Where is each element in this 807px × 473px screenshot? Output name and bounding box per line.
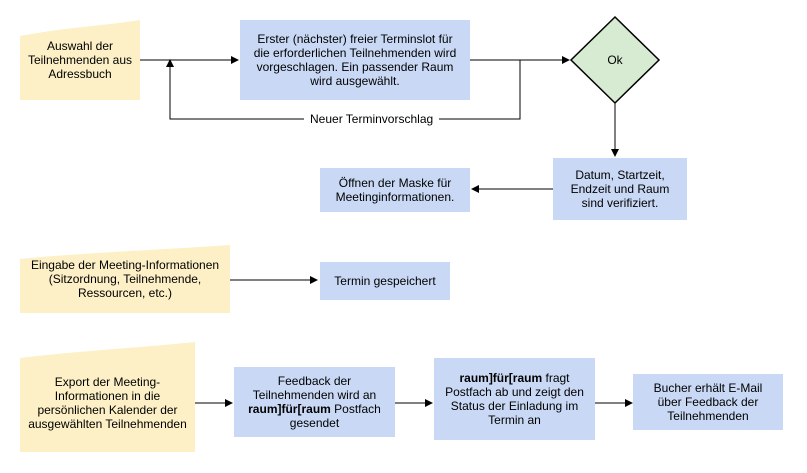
process-feedback-text: Feedback der Teilnehmenden wird an raum]… [242, 374, 387, 430]
process-bucher: Bucher erhält E-Mail über Feedback der T… [633, 374, 783, 430]
note-shape [20, 342, 195, 452]
process-maske-text: Öffnen der Maske für Meetinginformatione… [335, 176, 455, 204]
process-terminslot-text: Erster (nächster) freier Terminslot für … [253, 32, 457, 88]
decision-ok-shape [569, 15, 661, 105]
decision-ok: Ok [585, 45, 645, 75]
process-feedback: Feedback der Teilnehmenden wird an raum]… [234, 367, 395, 437]
note-adressbuch-text: Auswahl der Teilnehmenden aus Adressbuch [27, 39, 133, 81]
postfach-text-bold: raum]für[raum [459, 371, 543, 385]
note-export-text: Export der Meeting-Informationen in die … [28, 375, 187, 431]
process-gespeichert-text: Termin gespeichert [334, 274, 436, 288]
process-postfach: raum]für[raum fragt Postfach ab und zeig… [434, 358, 595, 440]
feedback-text-pre: Feedback der Teilnehmenden wird an [252, 374, 377, 402]
note-shape [20, 20, 140, 100]
feedback-text-post: Postfach gesendet [289, 402, 381, 430]
edge-label-neuer-terminvorschlag: Neuer Terminvorschlag [304, 112, 440, 126]
postfach-text-post: fragt Postfach ab und zeigt den Status d… [445, 371, 584, 427]
feedback-text-bold: raum]für[raum [248, 402, 331, 416]
note-adressbuch: Auswahl der Teilnehmenden aus Adressbuch [20, 20, 140, 100]
note-eingabe: Eingabe der Meeting-Informationen (Sitzo… [20, 245, 230, 313]
process-bucher-text: Bucher erhält E-Mail über Feedback der T… [653, 381, 763, 423]
process-terminslot: Erster (nächster) freier Terminslot für … [240, 20, 470, 100]
process-postfach-text: raum]für[raum fragt Postfach ab und zeig… [442, 371, 587, 427]
note-eingabe-text: Eingabe der Meeting-Informationen (Sitzo… [30, 258, 220, 300]
process-verifiziert-text: Datum, Startzeit, Endzeit und Raum sind … [570, 168, 670, 210]
note-export: Export der Meeting-Informationen in die … [20, 342, 195, 452]
process-verifiziert: Datum, Startzeit, Endzeit und Raum sind … [553, 158, 687, 220]
process-gespeichert: Termin gespeichert [320, 262, 450, 300]
decision-ok-text: Ok [607, 53, 623, 67]
note-shape [20, 245, 230, 313]
process-maske: Öffnen der Maske für Meetinginformatione… [320, 168, 470, 212]
